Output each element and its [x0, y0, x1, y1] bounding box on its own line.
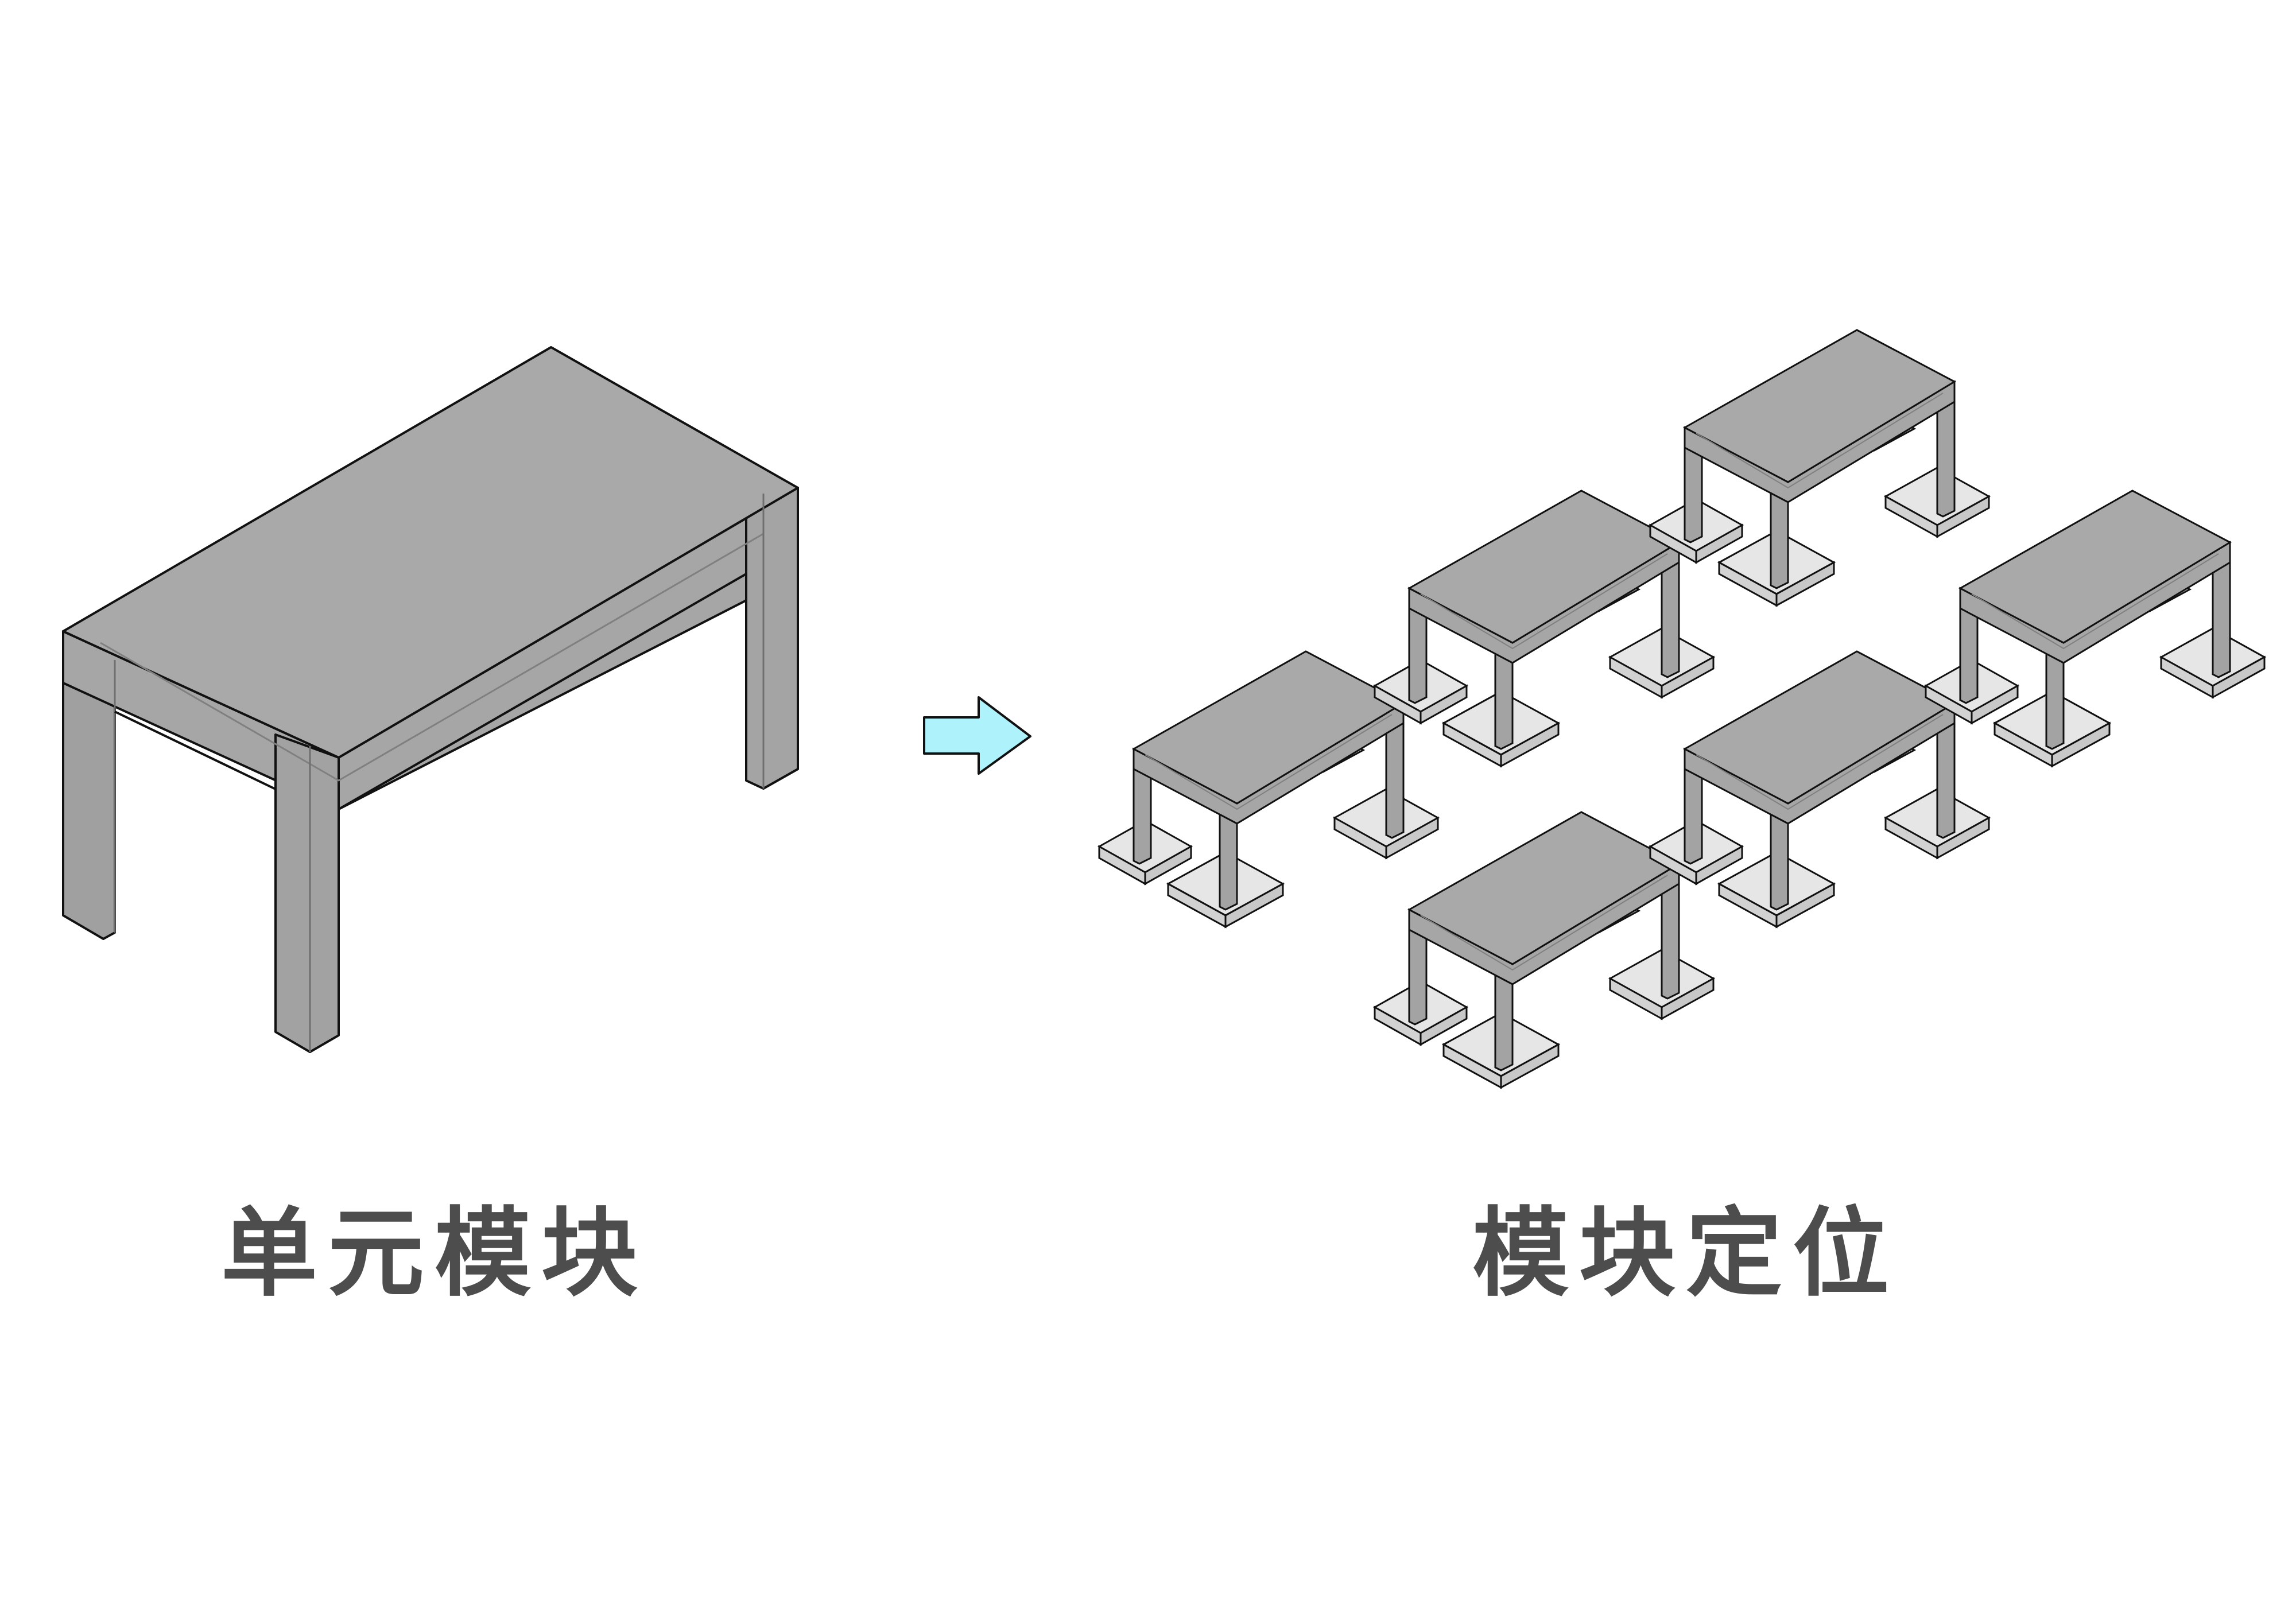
table-module-icon	[62, 346, 799, 1053]
caption-unit-module: 单元模块	[221, 1197, 648, 1310]
positioned-module-icon	[1098, 329, 2266, 1089]
arrow-right-icon	[923, 696, 1031, 775]
caption-module-positioning: 模块定位	[1472, 1197, 1899, 1310]
